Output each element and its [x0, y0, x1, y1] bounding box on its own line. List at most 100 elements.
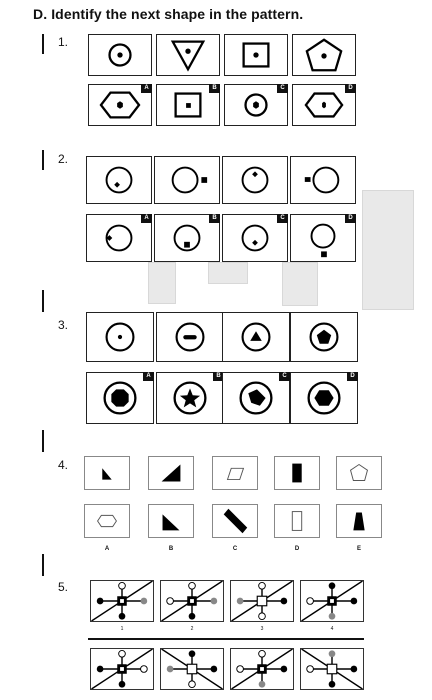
page-title: D. Identify the next shape in the patter…	[33, 6, 304, 22]
q4-option-e[interactable]	[336, 504, 382, 538]
q5-sequence-2	[160, 580, 224, 622]
option-tag: B	[213, 372, 224, 381]
q5-label-2: 2	[190, 626, 194, 632]
q5-sequence-4	[300, 580, 364, 622]
rectangle-shape	[292, 463, 302, 483]
ring-shape	[173, 381, 207, 415]
q1-option-b[interactable]: B	[156, 84, 220, 126]
ring-shape	[241, 322, 271, 352]
option-tag: C	[277, 84, 288, 93]
q4-label-a: A	[104, 546, 110, 552]
option-tag: B	[209, 214, 220, 223]
circle-shape	[241, 224, 269, 252]
triangle-shape	[170, 40, 206, 72]
q1-option-d[interactable]: D	[292, 84, 356, 126]
background-scrap-3	[282, 262, 318, 306]
q2-sequence-2	[154, 156, 220, 204]
q1-sequence-4	[292, 34, 356, 76]
q4-label-e: E	[356, 546, 361, 552]
q5-option-3[interactable]	[230, 648, 294, 690]
q5-label-1: 1	[120, 626, 124, 632]
q4-option-d[interactable]	[274, 504, 320, 538]
q4-label-c: C	[232, 546, 238, 552]
ring-shape	[239, 381, 273, 415]
q1-option-c[interactable]: C	[224, 84, 288, 126]
ring-shape	[103, 381, 137, 415]
circle-shape	[105, 224, 133, 252]
q3-sequence-3	[222, 312, 290, 362]
question-number: 3.	[58, 318, 69, 332]
ring-shape	[309, 322, 339, 352]
option-tag: D	[345, 84, 356, 93]
rotated-rectangle-shape	[223, 508, 248, 534]
q4-label-d: D	[294, 546, 300, 552]
option-tag: C	[279, 372, 290, 381]
q5-label-4: 4	[330, 626, 334, 632]
q2-option-d[interactable]: D	[290, 214, 356, 262]
small-triangle-shape	[102, 468, 112, 480]
pentagon-shape	[349, 463, 369, 481]
cross-pattern	[231, 649, 293, 689]
circle-shape	[173, 224, 201, 252]
q5-sequence-3	[230, 580, 294, 622]
q2-option-a[interactable]: A	[86, 214, 152, 262]
q2-option-c[interactable]: C	[222, 214, 288, 262]
q2-sequence-4	[290, 156, 356, 204]
cross-pattern	[231, 581, 293, 621]
q4-option-a[interactable]	[84, 504, 130, 538]
option-tag: D	[347, 372, 358, 381]
q3-sequence-4	[290, 312, 358, 362]
q5-label-3: 3	[260, 626, 264, 632]
square-shape	[242, 42, 270, 68]
ring-shape	[175, 322, 205, 352]
option-tag: A	[141, 214, 152, 223]
q1-sequence-1	[88, 34, 152, 76]
q1-option-a[interactable]: A	[88, 84, 152, 126]
cross-pattern	[161, 649, 223, 689]
ring-shape	[307, 381, 341, 415]
option-tag: D	[345, 214, 356, 223]
cross-pattern	[301, 581, 363, 621]
right-triangle-shape	[162, 514, 180, 531]
q4-option-c[interactable]	[212, 504, 258, 538]
cross-pattern	[161, 581, 223, 621]
q3-option-d[interactable]: D	[290, 372, 358, 424]
question-marker	[42, 290, 44, 312]
q3-option-b[interactable]: B	[156, 372, 224, 424]
q3-option-c[interactable]: C	[222, 372, 290, 424]
circle-shape	[304, 166, 340, 194]
q4-sequence-4	[274, 456, 320, 490]
question-marker	[42, 150, 44, 170]
trapezoid-shape	[353, 512, 365, 531]
circle-shape	[105, 166, 133, 194]
q4-option-b[interactable]	[148, 504, 194, 538]
q4-sequence-5	[336, 456, 382, 490]
q1-sequence-3	[224, 34, 288, 76]
divider-line	[88, 638, 364, 640]
hexagon-shape	[99, 91, 141, 119]
circle-shape	[241, 166, 269, 194]
q4-sequence-3	[212, 456, 258, 490]
q5-option-2[interactable]	[160, 648, 224, 690]
q3-option-a[interactable]: A	[86, 372, 154, 424]
background-scrap-1	[148, 262, 176, 304]
circle-shape	[108, 43, 132, 67]
q4-sequence-2	[148, 456, 194, 490]
circle-shape	[310, 223, 336, 258]
circle-shape	[171, 166, 208, 194]
q2-sequence-1	[86, 156, 152, 204]
hexagon-shape	[97, 514, 117, 528]
q3-sequence-2	[156, 312, 224, 362]
q2-option-b[interactable]: B	[154, 214, 220, 262]
q2-sequence-3	[222, 156, 288, 204]
q4-sequence-1	[84, 456, 130, 490]
cross-pattern	[301, 649, 363, 689]
cross-pattern	[91, 581, 153, 621]
question-marker	[42, 554, 44, 576]
pentagon-shape	[305, 38, 343, 72]
q5-option-1[interactable]	[90, 648, 154, 690]
large-triangle-shape	[161, 464, 181, 482]
q5-option-4[interactable]	[300, 648, 364, 690]
square-shape	[174, 92, 202, 118]
question-marker	[42, 430, 44, 452]
